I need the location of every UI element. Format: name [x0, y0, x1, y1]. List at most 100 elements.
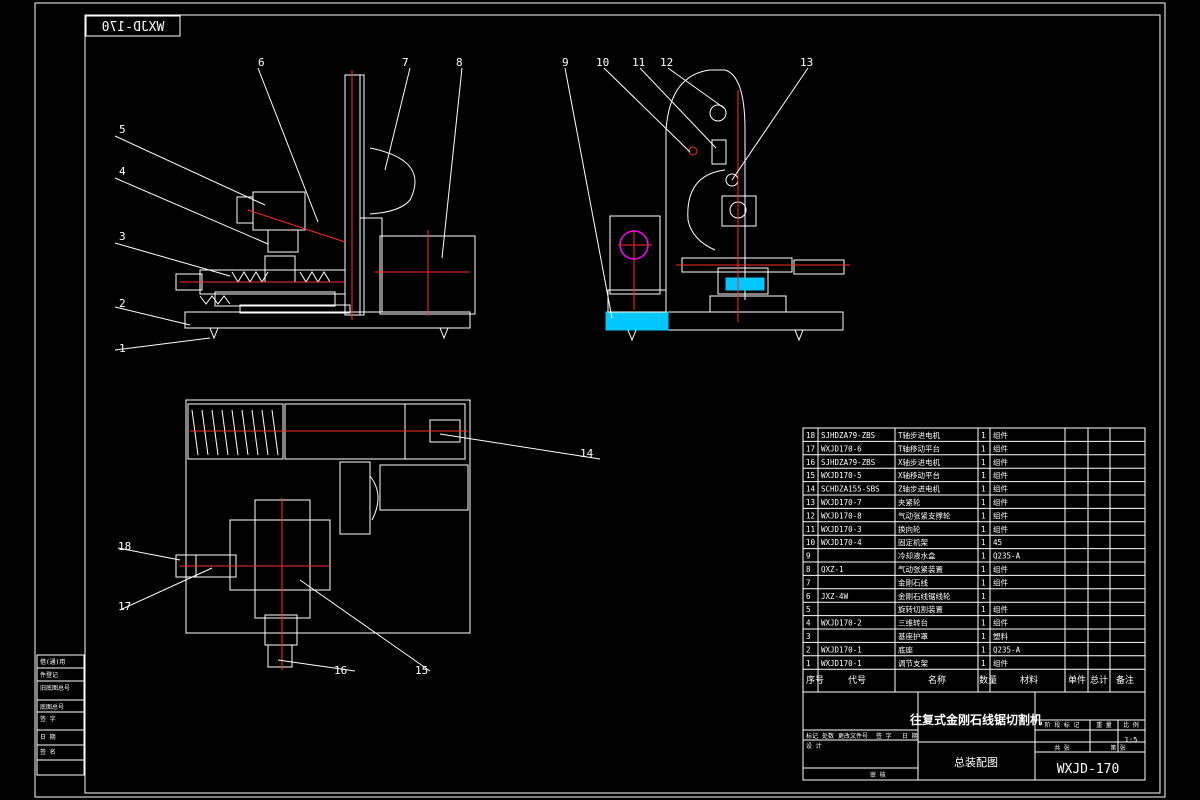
balloon-14: 14: [580, 447, 594, 460]
bom-cell-no: 13: [806, 498, 815, 507]
bom-cell-qty: 1: [981, 592, 986, 601]
balloon-12: 12: [660, 56, 673, 69]
bom-cell-code: QXZ-1: [821, 565, 844, 574]
left-block-label: 日 期: [40, 733, 56, 741]
bom-cell-code: SJHDZA79-ZBS: [821, 431, 876, 440]
bom-header-unit_w: 单件: [1068, 674, 1086, 686]
left-block-label: 旧底图总号: [40, 684, 70, 692]
balloon-9: 9: [562, 56, 569, 69]
bom-cell-name: 三维转台: [898, 618, 928, 628]
bom-cell-mat: 组件: [993, 484, 1008, 494]
bom-cell-name: Z轴步进电机: [898, 484, 941, 494]
mirrored-code-box: WXJD-170: [85, 15, 181, 37]
balloon-3: 3: [119, 230, 126, 243]
balloon-18: 18: [118, 540, 131, 553]
doc-label: 更改文件号: [838, 732, 868, 740]
bom-cell-no: 9: [806, 552, 811, 561]
bom-cell-code: WXJD170-4: [821, 538, 862, 547]
bom-cell-mat: 组件: [993, 470, 1008, 480]
part-balloons: 1 2 3 4 5 6 7 8 9 10 11 12 13 14 15 16 1…: [118, 56, 813, 677]
bom-cell-no: 17: [806, 444, 815, 453]
bom-cell-no: 3: [806, 632, 811, 641]
bom-cell-qty: 1: [981, 619, 986, 628]
bom-cell-mat: 组件: [993, 524, 1008, 534]
bom-cell-mat: 组件: [993, 604, 1008, 614]
bom-header-total_w: 总计: [1090, 674, 1108, 686]
bom-cell-mat: 组件: [993, 577, 1008, 587]
bom-cell-mat: 塑料: [993, 631, 1008, 641]
bom-header-name: 名称: [928, 674, 946, 686]
bom-cell-code: WXJD170-5: [821, 471, 862, 480]
bom-cell-code: SCHDZA155-SBS: [821, 485, 880, 494]
balloon-11: 11: [632, 56, 645, 69]
bom-cell-no: 7: [806, 578, 811, 587]
bom-cell-name: 金刚石线锯线轮: [898, 591, 951, 601]
bom-cell-no: 16: [806, 458, 816, 467]
balloon-17: 17: [118, 600, 131, 613]
bom-cell-mat: Q235-A: [993, 552, 1021, 561]
mirrored-code-text: WXJD-170: [102, 20, 165, 35]
bom-cell-code: SJHDZA79-ZBS: [821, 458, 876, 467]
bom-cell-code: WXJD170-2: [821, 619, 862, 628]
bom-cell-no: 10: [806, 538, 816, 547]
bom-cell-no: 12: [806, 511, 815, 520]
balloon-15: 15: [415, 664, 428, 677]
bom-cell-name: 旋转切割装置: [898, 604, 943, 614]
bom-cell-code: WXJD170-1: [821, 659, 862, 668]
balloon-10: 10: [596, 56, 609, 69]
bom-cell-no: 15: [806, 471, 815, 480]
bom-header-note: 备注: [1116, 674, 1134, 686]
bom-header-mat: 材料: [1020, 674, 1038, 686]
left-block-label: 签 字: [40, 715, 56, 723]
bom-cell-mat: 组件: [993, 510, 1008, 520]
bom-cell-mat: 组件: [993, 443, 1008, 453]
bom-cell-code: WXJD170-6: [821, 444, 862, 453]
drawing-code-text: WXJD-170: [1057, 762, 1120, 777]
bom-cell-code: WXJD170-8: [821, 511, 862, 520]
bom-cell-code: WXJD170-1: [821, 645, 862, 654]
bom-cell-no: 6: [806, 592, 811, 601]
leader-lines: [114, 67, 809, 672]
title-text: 往复式金刚石线锯切割机: [910, 712, 1042, 727]
bom-cell-name: X轴移动平台: [898, 470, 940, 480]
left-block-label: 借(通)用: [40, 658, 65, 666]
bom-cell-qty: 1: [981, 431, 986, 440]
bom-cell-no: 11: [806, 525, 815, 534]
count-label: 处数: [822, 732, 834, 740]
bom-cell-qty: 1: [981, 605, 986, 614]
bom-cell-no: 2: [806, 645, 811, 654]
design-label: 设 计: [806, 742, 822, 750]
bom-cell-name: T轴移动平台: [898, 443, 940, 453]
bom-cell-qty: 1: [981, 578, 986, 587]
balloon-7: 7: [402, 56, 409, 69]
balloon-4: 4: [119, 165, 126, 178]
left-block-label: 签 名: [40, 748, 56, 756]
check-label: 审 核: [870, 771, 886, 779]
title-block: 往复式金刚石线锯切割机 总装配图 WXJD-170 1:5 阶 段 标 记 重 …: [802, 691, 1146, 781]
bom-cell-code: JXZ-4W: [821, 592, 849, 601]
bom-cell-qty: 1: [981, 659, 986, 668]
balloon-8: 8: [456, 56, 463, 69]
bom-cell-name: 金刚石线: [898, 577, 928, 587]
bom-cell-qty: 1: [981, 645, 986, 654]
bom-cell-qty: 1: [981, 485, 986, 494]
bom-header-qty: 数量: [979, 674, 997, 686]
bom-cell-name: 固定机架: [898, 537, 928, 547]
bom-cell-name: 冷却液水盒: [898, 551, 936, 561]
bom-cell-name: 气动张紧装置: [898, 564, 943, 574]
date-label: 日 期: [902, 732, 918, 740]
left-block-label: 底图总号: [40, 703, 64, 711]
balloon-5: 5: [119, 123, 126, 136]
balloon-1: 1: [119, 342, 126, 355]
bom-cell-qty: 1: [981, 458, 986, 467]
bom-cell-name: X轴步进电机: [898, 457, 941, 467]
sign-label: 签 字: [876, 732, 892, 740]
bom-cell-qty: 1: [981, 632, 986, 641]
bom-cell-code: WXJD170-7: [821, 498, 862, 507]
bom-cell-name: 夹紧轮: [898, 497, 921, 507]
sheet-label: 第 张: [1110, 744, 1126, 752]
bom-cell-mat: 组件: [993, 497, 1008, 507]
bom-cell-qty: 1: [981, 565, 986, 574]
